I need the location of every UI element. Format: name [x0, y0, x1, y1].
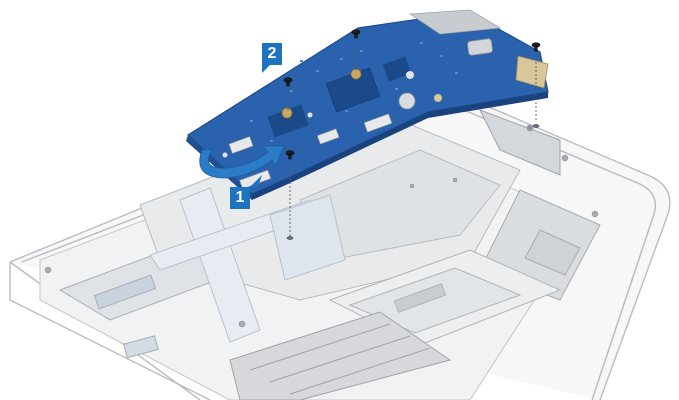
- step-badge-icon: [230, 43, 282, 209]
- flex-cables: [149, 187, 346, 343]
- chassis-screws: [44, 154, 599, 328]
- hinge-bracket: [478, 109, 561, 176]
- screw-guides: [287, 36, 537, 236]
- keyboard-grille: [229, 311, 452, 400]
- screw-holes: [286, 124, 540, 240]
- step-badge-1: 1: [235, 189, 245, 206]
- curved-arrow-icon: [199, 145, 285, 179]
- step-badge-2: 2: [267, 45, 277, 62]
- screw-icon: [283, 29, 541, 160]
